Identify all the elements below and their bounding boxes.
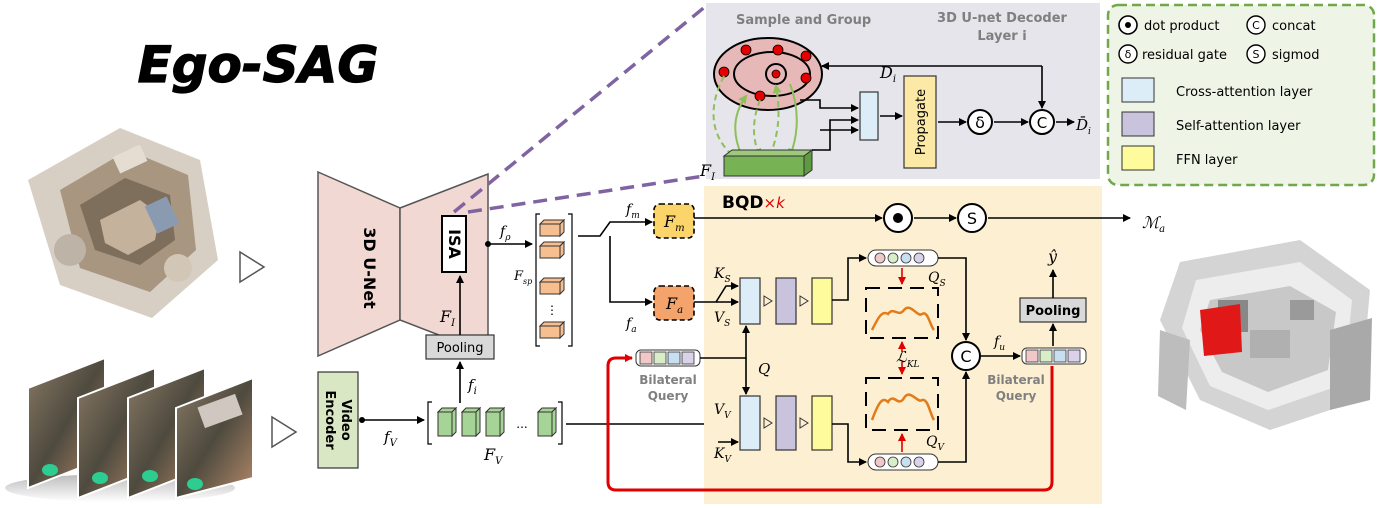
propagate-label: Propagate — [914, 89, 929, 155]
f-m-label: fm — [625, 202, 640, 221]
bilateral-query-right-2: Query — [996, 389, 1037, 403]
play-triangle-icon — [240, 252, 264, 282]
F-sp-label: Fsp — [513, 269, 532, 286]
svg-text:C: C — [1037, 114, 1047, 132]
upper-ffn — [812, 278, 832, 324]
bilateral-query-left-1: Bilateral — [639, 373, 696, 387]
scene-point-cloud-image — [28, 128, 218, 318]
decoder-title-1: 3D U-net Decoder — [937, 11, 1067, 26]
video-encoder-label-1: Video — [338, 399, 353, 440]
lower-cross-attention — [740, 396, 760, 450]
svg-text:δ: δ — [1125, 48, 1132, 61]
bilateral-query-right-1: Bilateral — [987, 373, 1044, 387]
Q-label: Q — [758, 360, 770, 378]
M-a-label: ℳa — [1142, 213, 1165, 235]
f-a-label: fa — [625, 316, 637, 335]
unet-label: 3D U-Net — [360, 227, 379, 309]
bqd-pooling-label: Pooling — [1026, 304, 1081, 319]
inset-cross-attention-block — [860, 92, 878, 140]
inset-feature-block — [724, 156, 804, 176]
superpoint-feature-stack: ⋮ — [536, 214, 572, 346]
f-i-label: fi — [467, 376, 477, 397]
svg-text:S: S — [967, 209, 977, 228]
svg-text:C: C — [960, 347, 971, 366]
result-point-cloud-image — [1158, 240, 1372, 430]
legend-ffn: FFN layer — [1176, 153, 1238, 168]
legend-self-attention: Self-attention layer — [1176, 119, 1301, 134]
svg-text:S: S — [1253, 48, 1260, 61]
svg-text:...: ... — [516, 417, 527, 431]
legend-cross-attention: Cross-attention layer — [1176, 85, 1313, 100]
upper-cross-attention — [740, 278, 760, 324]
isa-label: ISA — [445, 229, 464, 259]
bqd-title: BQD×k — [722, 193, 786, 213]
svg-text:C: C — [1252, 19, 1260, 32]
legend-ffn-swatch — [1122, 146, 1154, 170]
f-rho-label: fρ — [499, 224, 511, 243]
F-v-label: FV — [483, 445, 504, 467]
video-frames-image — [5, 358, 253, 502]
legend-concat: concat — [1272, 19, 1316, 34]
legend-self-attention-swatch — [1122, 112, 1154, 136]
decoder-title-2: Layer i — [977, 29, 1026, 44]
legend-dot-product: dot product — [1144, 19, 1219, 34]
bilateral-query-left-2: Query — [648, 389, 689, 403]
lower-ffn — [812, 396, 832, 450]
unet-3d-block — [318, 172, 400, 356]
video-feature-tokens: ... — [428, 402, 562, 444]
video-encoder-label-2: Encoder — [322, 390, 337, 450]
play-triangle-icon — [272, 417, 296, 447]
lower-self-attention — [776, 396, 796, 450]
diagram-title: Ego-SAG — [138, 36, 379, 94]
upper-self-attention — [776, 278, 796, 324]
legend-cross-attention-swatch — [1122, 78, 1154, 102]
encoder-pooling-label: Pooling — [437, 341, 484, 356]
svg-text:δ: δ — [975, 113, 985, 132]
sample-group-title: Sample and Group — [736, 13, 871, 28]
legend-residual-gate: residual gate — [1142, 48, 1227, 63]
f-v-label: fV — [383, 428, 399, 449]
svg-text:⋮: ⋮ — [546, 303, 558, 317]
y-hat-label: ŷ — [1047, 247, 1058, 266]
legend-sigmoid: sigmod — [1272, 48, 1320, 63]
